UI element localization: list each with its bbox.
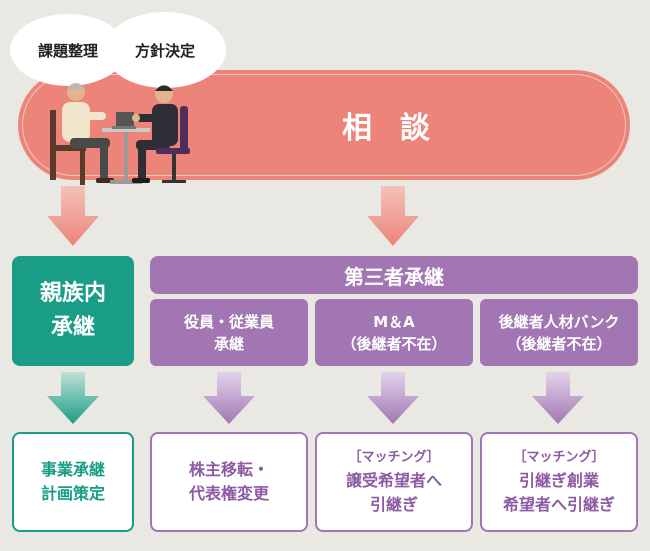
outcome-ma-tag: ［マッチング］ (348, 450, 440, 465)
outcome-family-line2: 計画策定 (40, 484, 105, 503)
option-officers-line1: 役員・従業員 (183, 312, 274, 331)
arrow-ma-outcome (367, 372, 419, 424)
outcome-bank-line1: 引継ぎ創業 (518, 471, 599, 490)
desk-top (102, 128, 150, 132)
laptop (116, 112, 134, 128)
option-ma-line1: M＆A (373, 312, 415, 331)
arrow-family-outcome (47, 372, 99, 424)
bubble-policy-decision: 方針決定 (104, 12, 226, 88)
consultation-banner-outline (22, 74, 626, 176)
outcome-officers: 株主移転・ 代表権変更 (150, 432, 308, 532)
outcome-ma-line2: 引継ぎ (369, 495, 418, 514)
outcome-bank-tag: ［マッチング］ (513, 450, 605, 465)
option-ma-line2: （後継者不在） (341, 334, 447, 353)
third-party-header: 第三者承継 (150, 256, 638, 294)
outcome-ma: ［マッチング］ 譲受希望者へ 引継ぎ (315, 432, 473, 532)
outcome-officers-line2: 代表権変更 (188, 484, 269, 503)
arrow-to-third-party (367, 186, 419, 246)
person-left-body (62, 102, 90, 142)
family-succession-line1: 親族内 (39, 281, 106, 306)
meeting-illustration (50, 83, 190, 185)
consultation-title: 相談 (342, 111, 458, 146)
option-bank-line1: 後継者人材バンク (498, 312, 620, 331)
family-succession-box: 親族内 承継 (12, 256, 134, 366)
family-succession-line2: 承継 (50, 315, 95, 340)
option-successor-bank: 後継者人材バンク （後継者不在） (480, 299, 638, 366)
outcome-family-line1: 事業承継 (40, 460, 105, 479)
person-right-body (152, 104, 178, 146)
chair-seat-left (50, 145, 86, 151)
outcome-ma-line1: 譲受希望者へ (345, 471, 442, 490)
option-ma: M＆A （後継者不在） (315, 299, 473, 366)
option-officers-employees: 役員・従業員 承継 (150, 299, 308, 366)
option-officers-line2: 承継 (213, 334, 244, 353)
outcome-family-plan: 事業承継 計画策定 (12, 432, 134, 532)
arrow-officers-outcome (203, 372, 255, 424)
outcome-bank-line2: 希望者へ引継ぎ (502, 495, 615, 514)
option-bank-line2: （後継者不在） (506, 334, 612, 353)
outcome-officers-line1: 株主移転・ (188, 460, 269, 479)
arrow-to-family (47, 186, 99, 246)
outcome-bank: ［マッチング］ 引継ぎ創業 希望者へ引継ぎ (480, 432, 638, 532)
chair-back-right (180, 106, 188, 150)
arrow-bank-outcome (532, 372, 584, 424)
